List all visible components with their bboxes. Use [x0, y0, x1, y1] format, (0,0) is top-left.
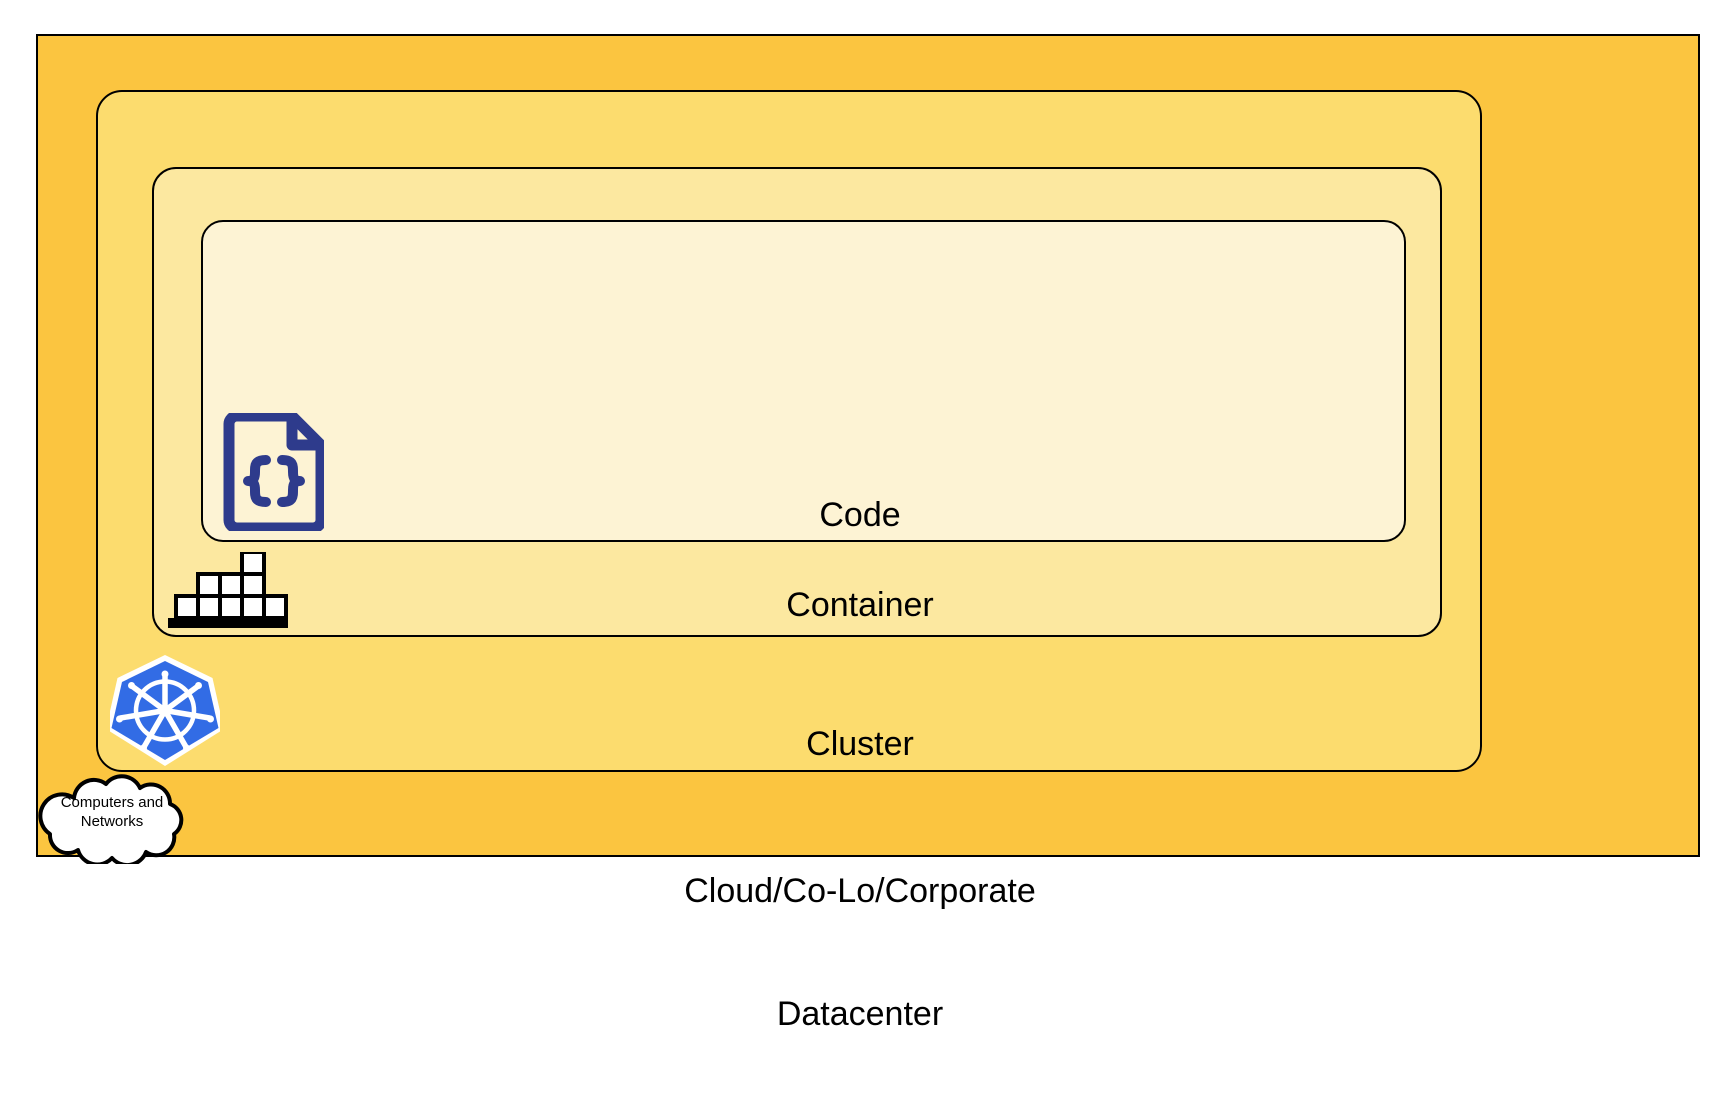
layer-label-datacenter-line-2: Datacenter [776, 995, 944, 1033]
layer-label-code: Code [819, 496, 901, 534]
layer-label-datacenter-line-1: Cloud/Co-Lo/Corporate [684, 872, 1036, 910]
container-stack-icon [168, 550, 288, 628]
layer-label-cluster: Cluster [806, 725, 914, 763]
kubernetes-icon [106, 653, 224, 768]
layer-code [201, 220, 1406, 542]
diagram-canvas: Computers and Networks Code Container Cl… [34, 34, 1700, 1033]
cloud-shape [34, 772, 190, 868]
code-file-icon [222, 410, 327, 534]
layer-label-container: Container [786, 586, 934, 624]
layer-label-datacenter: Cloud/Co-Lo/Corporate Datacenter [0, 789, 1720, 1117]
